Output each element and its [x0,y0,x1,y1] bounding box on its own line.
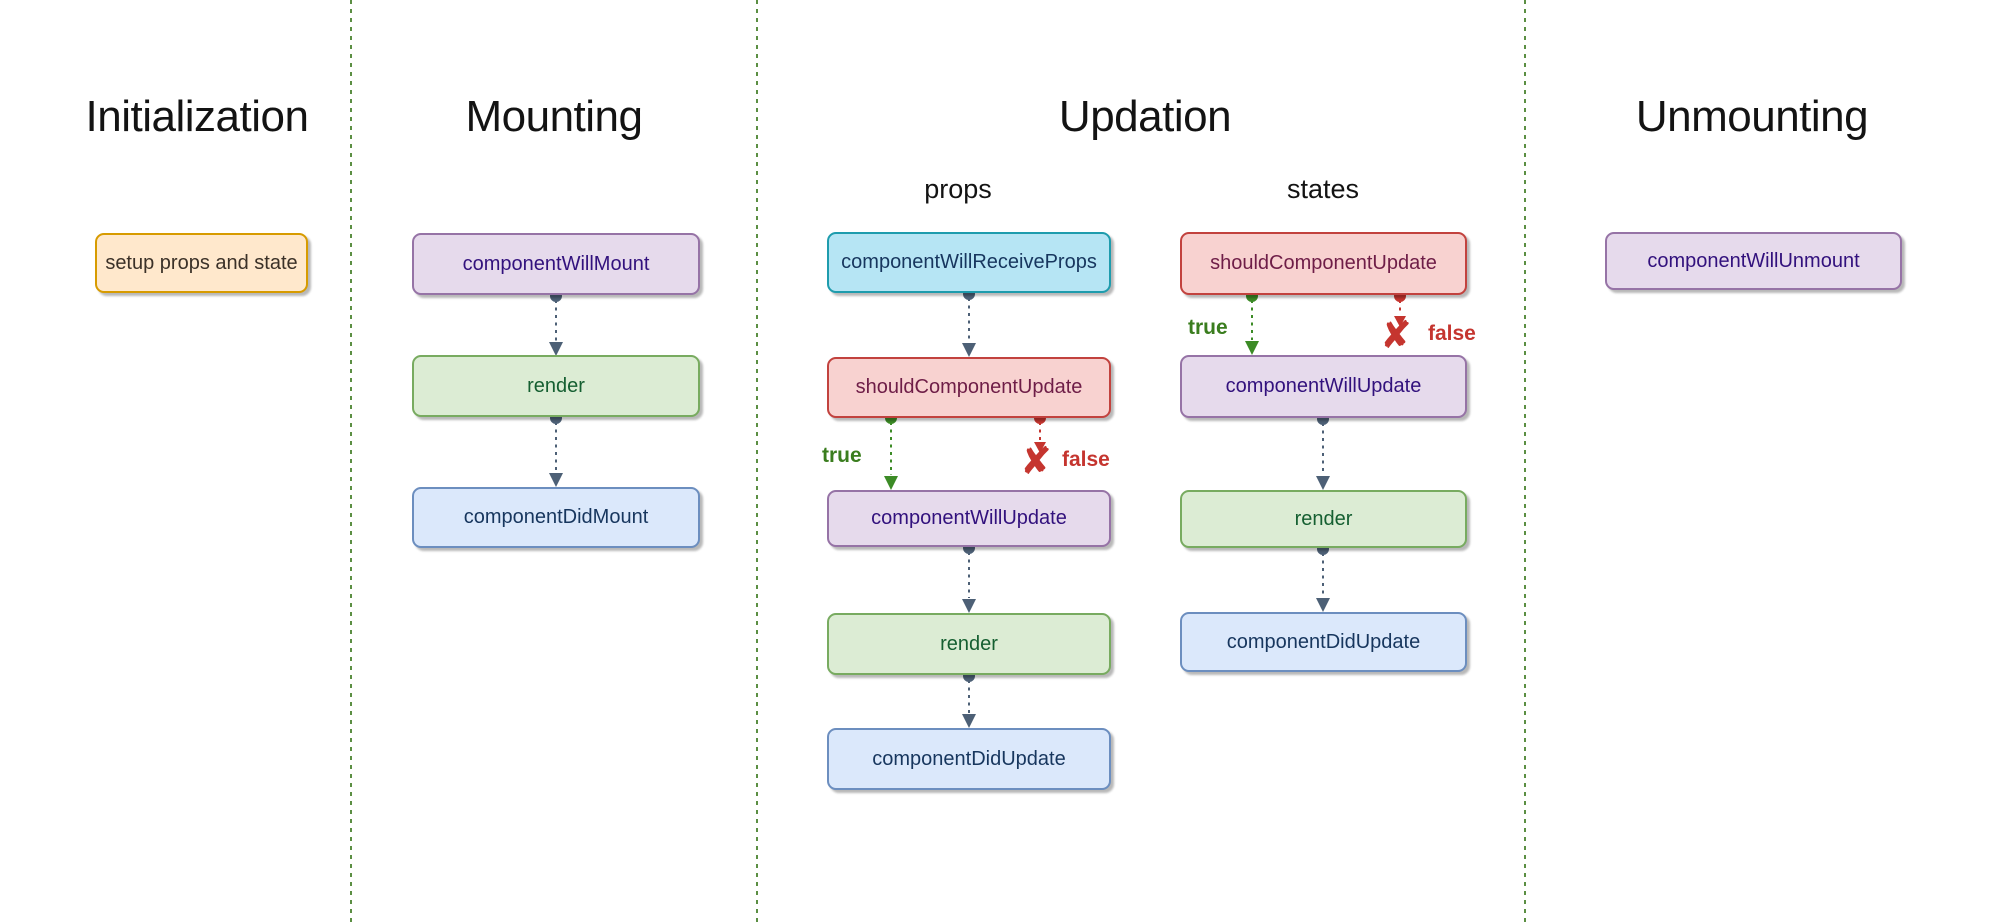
node-states-shouldcomponentupdate: shouldComponentUpdate [1180,232,1467,295]
props-false-cross-icon: ✘ [1020,441,1052,483]
arrow-props-true-branch [884,412,898,490]
node-setup-props-and-state: setup props and state [95,233,308,293]
arrow-render-to-didmount [549,412,563,487]
subcolumn-title-props: props [924,174,992,204]
node-componentwillmount: componentWillMount [412,233,700,295]
node-states-componentwillupdate: componentWillUpdate [1180,355,1467,418]
states-false-cross-icon: ✘ [1380,315,1412,357]
props-false-label: false [1062,448,1110,471]
column-title-updation: Updation [1058,92,1232,141]
node-mounting-render: render [412,355,700,417]
arrow-props-willupdate-to-render [962,542,976,613]
node-componentwillreceiveprops: componentWillReceiveProps [827,232,1111,293]
column-title-unmounting: Unmounting [1635,92,1869,141]
arrow-willmount-to-render [549,290,563,356]
props-true-label: true [822,444,862,467]
arrow-props-render-to-didupdate [962,670,976,728]
states-true-label: true [1188,316,1228,339]
node-componentdidmount: componentDidMount [412,487,700,548]
arrow-states-true-branch [1245,290,1259,355]
arrow-states-willupdate-to-render [1316,413,1330,490]
arrow-states-render-to-didupdate [1316,543,1330,612]
node-props-shouldcomponentupdate: shouldComponentUpdate [827,357,1111,418]
node-props-render: render [827,613,1111,675]
states-false-label: false [1428,322,1476,345]
node-componentwillunmount: componentWillUnmount [1605,232,1902,290]
node-props-componentwillupdate: componentWillUpdate [827,490,1111,547]
column-title-mounting: Mounting [465,92,643,141]
node-states-componentdidupdate: componentDidUpdate [1180,612,1467,672]
node-props-componentdidupdate: componentDidUpdate [827,728,1111,790]
node-states-render: render [1180,490,1467,548]
subcolumn-title-states: states [1286,174,1360,204]
column-title-initialization: Initialization [85,92,309,141]
arrow-receiveprops-to-shouldupdate [962,288,976,357]
